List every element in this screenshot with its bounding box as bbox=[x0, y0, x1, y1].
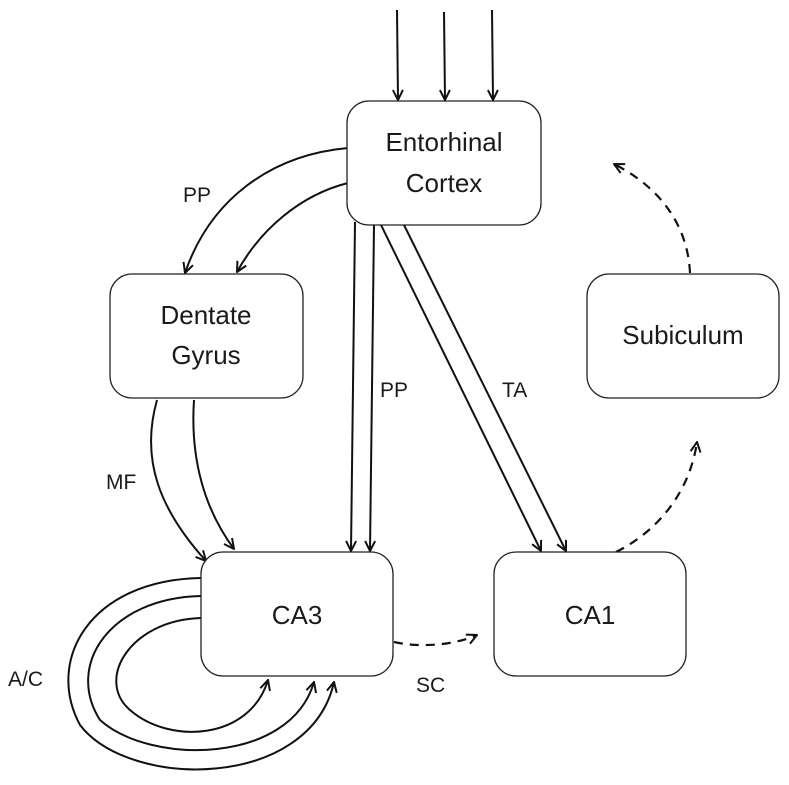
edge-ca1-subiculum bbox=[615, 442, 697, 553]
node-subiculum[interactable]: Subiculum bbox=[586, 273, 780, 399]
edge-mf-2 bbox=[192, 399, 234, 549]
label-sc: SC bbox=[416, 674, 445, 697]
edge-ac-middle bbox=[87, 595, 314, 751]
node-ca1-label: CA1 bbox=[565, 600, 616, 630]
node-ca3-label: CA3 bbox=[272, 600, 323, 630]
label-pp-dentate: PP bbox=[183, 184, 211, 207]
edge-labels: PP PP TA MF A/C SC bbox=[8, 184, 527, 697]
node-dentate-line-1: Dentate bbox=[160, 300, 251, 330]
edge-ta-ca1-2 bbox=[403, 224, 566, 551]
node-subiculum-label: Subiculum bbox=[622, 320, 743, 350]
edge-input-2 bbox=[444, 11, 445, 100]
node-entorhinal-cortex[interactable]: Entorhinal Cortex bbox=[346, 100, 542, 226]
label-ac: A/C bbox=[8, 668, 43, 691]
node-ca3[interactable]: CA3 bbox=[200, 551, 394, 677]
node-dentate-line-2: Gyrus bbox=[171, 340, 240, 370]
label-ta: TA bbox=[502, 379, 527, 402]
edge-pp-ca3-2 bbox=[370, 224, 374, 551]
edge-sc bbox=[393, 635, 477, 647]
label-pp-ca3: PP bbox=[380, 379, 408, 402]
edge-pp-dg-2 bbox=[237, 182, 349, 272]
edge-pp-ca3-1 bbox=[351, 221, 355, 551]
edge-input-3 bbox=[492, 9, 493, 100]
node-ca1[interactable]: CA1 bbox=[493, 551, 687, 677]
edge-subiculum-entorhinal bbox=[614, 164, 692, 274]
node-entorhinal-line-2: Cortex bbox=[406, 168, 483, 198]
edge-ac-outer bbox=[67, 577, 334, 771]
edge-ta-ca1-1 bbox=[380, 224, 541, 551]
node-dentate-gyrus[interactable]: Dentate Gyrus bbox=[109, 273, 304, 399]
edge-pp-dg-1 bbox=[185, 147, 349, 273]
label-mf: MF bbox=[106, 471, 136, 494]
edge-input-1 bbox=[397, 9, 398, 100]
edge-ac-inner bbox=[115, 617, 268, 733]
node-entorhinal-line-1: Entorhinal bbox=[385, 127, 502, 157]
edge-mf-1 bbox=[150, 399, 206, 561]
edges bbox=[67, 9, 697, 771]
